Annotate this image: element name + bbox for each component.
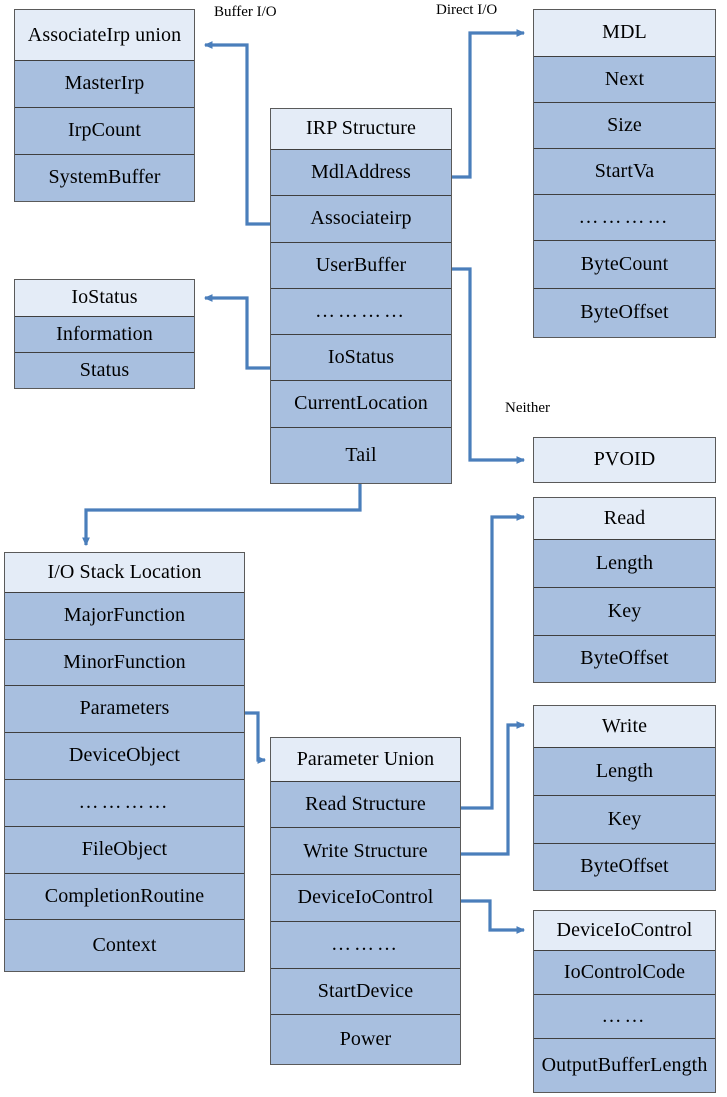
parameter-union-row-5: Power <box>271 1015 460 1065</box>
box-parameter-union: Parameter Union Read Structure Write Str… <box>270 737 461 1065</box>
io-stack-location-row-5: FileObject <box>5 826 244 874</box>
box-device-io-control: DeviceIoControl IoControlCode …… OutputB… <box>533 910 716 1093</box>
io-stack-location-row-0: MajorFunction <box>5 592 244 640</box>
wire-direct-io <box>452 29 526 179</box>
box-mdl: MDL Next Size StartVa ………… ByteCount Byt… <box>533 9 716 338</box>
io-status-row-0: Information <box>15 317 194 353</box>
associate-irp-row-2: SystemBuffer <box>15 154 194 201</box>
mdl-row-4: ByteCount <box>534 241 715 289</box>
mdl-row-5: ByteOffset <box>534 289 715 337</box>
associate-irp-header: AssociateIrp union <box>15 10 194 62</box>
box-read: Read Length Key ByteOffset <box>533 497 716 683</box>
irp-structure-row-6: Tail <box>271 428 451 483</box>
mdl-row-3: ………… <box>534 195 715 241</box>
wire-iostatus <box>203 294 270 370</box>
device-io-control-row-2: OutputBufferLength <box>534 1039 715 1092</box>
mdl-row-2: StartVa <box>534 149 715 195</box>
mdl-row-1: Size <box>534 103 715 149</box>
write-row-0: Length <box>534 748 715 796</box>
wire-buffer-io <box>203 41 270 226</box>
io-status-header: IoStatus <box>15 280 194 317</box>
write-row-1: Key <box>534 796 715 844</box>
irp-structure-row-2: UserBuffer <box>271 243 451 289</box>
parameter-union-row-4: StartDevice <box>271 968 460 1016</box>
mdl-header: MDL <box>534 10 715 57</box>
wire-write <box>461 721 526 856</box>
read-row-2: ByteOffset <box>534 636 715 682</box>
wire-tail-to-stack <box>82 484 362 547</box>
io-stack-location-row-3: DeviceObject <box>5 733 244 780</box>
parameter-union-row-2: DeviceIoControl <box>271 875 460 922</box>
device-io-control-header: DeviceIoControl <box>534 911 715 951</box>
read-header: Read <box>534 498 715 540</box>
read-row-1: Key <box>534 588 715 636</box>
device-io-control-row-1: …… <box>534 995 715 1039</box>
box-irp-structure: IRP Structure MdlAddress Associateirp Us… <box>270 108 452 484</box>
io-stack-location-row-1: MinorFunction <box>5 639 244 687</box>
parameter-union-row-3: ……… <box>271 921 460 969</box>
io-stack-location-row-2: Parameters <box>5 686 244 734</box>
io-stack-location-row-4: ………… <box>5 779 244 827</box>
associate-irp-row-0: MasterIrp <box>15 61 194 108</box>
box-associate-irp: AssociateIrp union MasterIrp IrpCount Sy… <box>14 9 195 202</box>
wire-parameters <box>243 711 267 764</box>
label-direct-io: Direct I/O <box>436 2 498 18</box>
read-row-0: Length <box>534 540 715 588</box>
label-neither: Neither <box>505 400 550 416</box>
irp-structure-header: IRP Structure <box>271 109 451 150</box>
mdl-row-0: Next <box>534 57 715 103</box>
device-io-control-row-0: IoControlCode <box>534 951 715 995</box>
wire-device-io-control <box>461 899 526 934</box>
io-status-row-1: Status <box>15 353 194 388</box>
irp-structure-row-4: IoStatus <box>271 335 451 381</box>
write-header: Write <box>534 706 715 748</box>
pvoid-header: PVOID <box>534 438 715 482</box>
wire-neither <box>452 267 526 464</box>
box-pvoid: PVOID <box>533 437 716 483</box>
box-write: Write Length Key ByteOffset <box>533 705 716 891</box>
irp-structure-row-0: MdlAddress <box>271 150 451 196</box>
associate-irp-row-1: IrpCount <box>15 107 194 155</box>
parameter-union-row-0: Read Structure <box>271 781 460 829</box>
parameter-union-row-1: Write Structure <box>271 828 460 876</box>
box-io-status: IoStatus Information Status <box>14 279 195 389</box>
io-stack-location-row-6: CompletionRoutine <box>5 873 244 921</box>
box-io-stack-location: I/O Stack Location MajorFunction MinorFu… <box>4 552 245 972</box>
irp-structure-row-3: ………… <box>271 289 451 335</box>
wire-read <box>461 513 526 810</box>
irp-structure-row-5: CurrentLocation <box>271 381 451 428</box>
label-buffer-io: Buffer I/O <box>214 4 277 20</box>
io-stack-location-header: I/O Stack Location <box>5 553 244 593</box>
io-stack-location-row-7: Context <box>5 920 244 972</box>
write-row-2: ByteOffset <box>534 844 715 890</box>
irp-structure-row-1: Associateirp <box>271 196 451 243</box>
parameter-union-header: Parameter Union <box>271 738 460 782</box>
